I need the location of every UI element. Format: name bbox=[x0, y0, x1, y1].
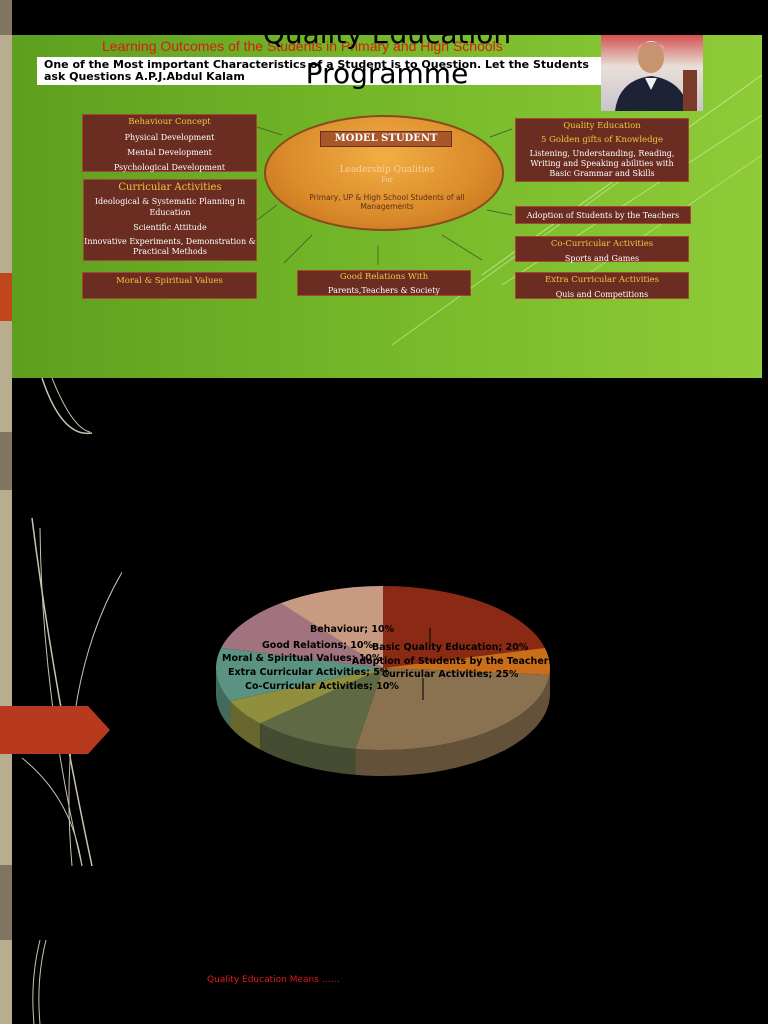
box-line: Mental Development bbox=[127, 148, 212, 157]
box-heading: Curricular Activities bbox=[118, 182, 222, 193]
pie-slice-side bbox=[216, 668, 231, 727]
pie-label-co-curricular: Co-Curricular Activities; 10% bbox=[245, 681, 399, 692]
slide-decor-curves bbox=[21, 378, 122, 867]
person-portrait-icon bbox=[615, 41, 697, 111]
box-quality-education: Quality Education 5 Golden gifts of Know… bbox=[515, 118, 689, 182]
pie-slice-side bbox=[549, 668, 550, 701]
box-co-curricular-activities: Co-Curricular Activities Sports and Game… bbox=[515, 236, 689, 263]
model-student-label: MODEL STUDENT bbox=[320, 131, 452, 147]
box-line: Parents,Teachers & Society bbox=[328, 286, 440, 295]
pie-slice-basic-quality-education bbox=[383, 586, 545, 668]
pie-label-behaviour: Behaviour; 10% bbox=[310, 624, 395, 635]
box-line: Innovative Experiments, Demonstration & … bbox=[84, 237, 256, 256]
pie-slice-curricular-activities bbox=[355, 668, 550, 750]
box-heading: Behaviour Concept bbox=[128, 117, 211, 127]
pie-slice-adoption-of-students-by-the-teachers bbox=[383, 647, 550, 675]
box-heading: Moral & Spiritual Values bbox=[116, 276, 223, 286]
strip-segment bbox=[0, 321, 12, 432]
portrait-photo bbox=[601, 35, 703, 111]
slide-title-line-2: Programme bbox=[305, 57, 469, 90]
box-line: Listening, Understanding, Reading, Writi… bbox=[529, 149, 675, 178]
box-heading: Co-Curricular Activities bbox=[550, 239, 654, 249]
slide-decor-curves bbox=[32, 940, 47, 1024]
box-line: Quis and Competitions bbox=[555, 290, 649, 299]
pie-label-adoption: Adoption of Students by the Teachers bbox=[352, 656, 555, 667]
pie-label-good-relations: Good Relations; 10% bbox=[262, 640, 373, 651]
strip-segment bbox=[0, 490, 12, 865]
pie-slice-side bbox=[260, 723, 356, 775]
pie-slice-moral-spiritual-values bbox=[216, 647, 383, 701]
leadership-target-text: Primary, UP & High School Students of al… bbox=[309, 193, 465, 211]
box-subheading: 5 Golden gifts of Knowledge bbox=[540, 135, 663, 145]
box-behaviour-concept: Behaviour Concept Physical Development M… bbox=[82, 114, 257, 172]
box-heading: Quality Education bbox=[563, 121, 641, 131]
section-chevron bbox=[0, 706, 110, 754]
pie-top bbox=[216, 586, 550, 750]
pie-depth bbox=[216, 668, 550, 776]
slide-title-line-1: Quality Education bbox=[12, 35, 762, 50]
box-line: Psychological Development bbox=[113, 163, 226, 172]
box-line: Sports and Games bbox=[564, 254, 640, 263]
quote-banner bbox=[37, 57, 602, 85]
box-extra-curricular-activities: Extra Curricular Activities Quis and Com… bbox=[515, 272, 689, 299]
strip-segment bbox=[0, 940, 12, 1024]
box-curricular-activities: Curricular Activities Ideological & Syst… bbox=[83, 179, 257, 261]
pie-label-extra-curricular: Extra Curricular Activities; 5% bbox=[228, 667, 390, 678]
quality-education-means-text: Quality Education Means …… bbox=[207, 975, 340, 985]
leadership-qualities-heading: Leadership Qualities bbox=[339, 165, 435, 175]
box-heading: Extra Curricular Activities bbox=[545, 275, 659, 285]
box-heading: Good Relations With bbox=[339, 272, 429, 282]
quote-text: One of the Most important Characteristic… bbox=[44, 58, 589, 83]
strip-segment bbox=[0, 35, 12, 273]
pie-label-basic-quality-education: Basic Quality Education; 20% bbox=[372, 642, 529, 653]
box-line: Ideological & Systematic Planning in Edu… bbox=[94, 197, 246, 217]
strip-accent bbox=[0, 273, 12, 321]
box-line: Physical Development bbox=[124, 133, 215, 142]
slide-subtitle: Learning Outcomes of the Students in Pri… bbox=[102, 38, 503, 54]
pie-chart bbox=[216, 586, 550, 776]
pie-slice-side bbox=[355, 674, 550, 776]
box-adoption-of-students: Adoption of Students by the Teachers bbox=[515, 206, 691, 224]
box-moral-spiritual-values: Moral & Spiritual Values bbox=[82, 272, 257, 299]
pie-slice-co-curricular-activities bbox=[260, 668, 383, 749]
box-good-relations: Good Relations With Parents,Teachers & S… bbox=[297, 270, 471, 296]
pie-slice-extra-curricular-activities bbox=[230, 668, 383, 724]
pie-slice-side bbox=[230, 700, 261, 750]
box-line: Adoption of Students by the Teachers bbox=[526, 211, 680, 220]
pie-label-curricular: Curricular Activities; 25% bbox=[382, 669, 519, 680]
pie-slice-behaviour bbox=[280, 586, 383, 668]
left-edge-strip bbox=[0, 0, 12, 1024]
box-line: Scientific Attitude bbox=[133, 223, 207, 232]
leadership-for-label: For bbox=[380, 176, 394, 184]
pie-slice-good-relations bbox=[221, 603, 383, 668]
pie-label-moral-spiritual: Moral & Spiritual Values; 10% bbox=[222, 653, 382, 664]
slide-quality-education[interactable]: Learning Outcomes of the Students in Pri… bbox=[12, 35, 762, 378]
